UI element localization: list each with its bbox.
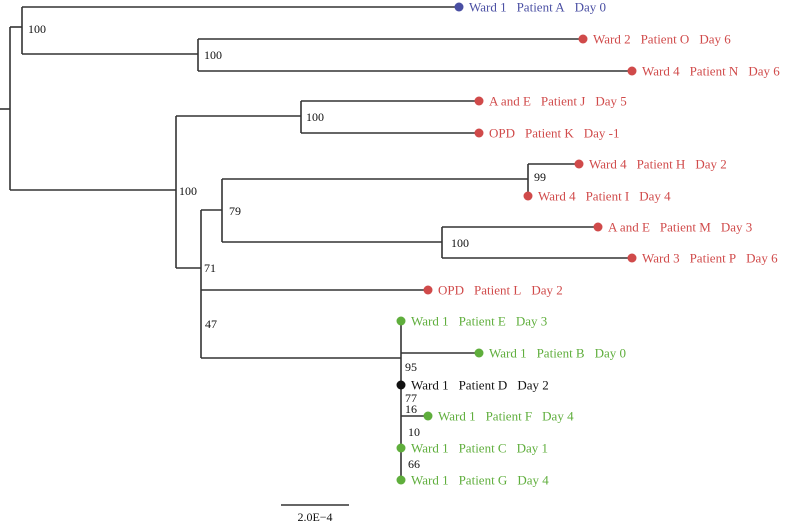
scale-bar: 2.0E−4 [281,504,349,524]
support-value: 100 [204,48,222,62]
support-value: 79 [229,204,241,218]
tip-marker-p [627,253,637,263]
tip-marker-f [423,411,433,421]
tip-marker-m [593,222,603,232]
tip-marker-k [474,128,484,138]
tip-marker-n [627,66,637,76]
support-value: 95 [405,360,417,374]
tip-marker-e [396,316,406,326]
support-value: 71 [204,261,216,275]
support-value: 100 [306,110,324,124]
tip-marker-g [396,475,406,485]
support-value: 47 [205,317,217,331]
support-value: 100 [179,184,197,198]
tip-marker-b [474,348,484,358]
support-value: 100 [451,236,469,250]
scale-bar-label: 2.0E−4 [297,510,332,524]
support-value: 66 [408,457,420,471]
support-value: 16 [405,402,417,416]
tip-marker-l [423,285,433,295]
tip-marker-c [396,443,406,453]
tip-marker-d [396,380,406,390]
support-value: 99 [534,170,546,184]
tip-marker-j [474,96,484,106]
support-value: 100 [28,22,46,36]
tip-marker-a [454,2,464,12]
support-value: 77 [405,391,417,405]
tip-marker-h [574,159,584,169]
tip-marker-o [578,34,588,44]
support-value: 10 [408,425,420,439]
tip-marker-i [523,191,533,201]
tree-branches [0,6,632,482]
